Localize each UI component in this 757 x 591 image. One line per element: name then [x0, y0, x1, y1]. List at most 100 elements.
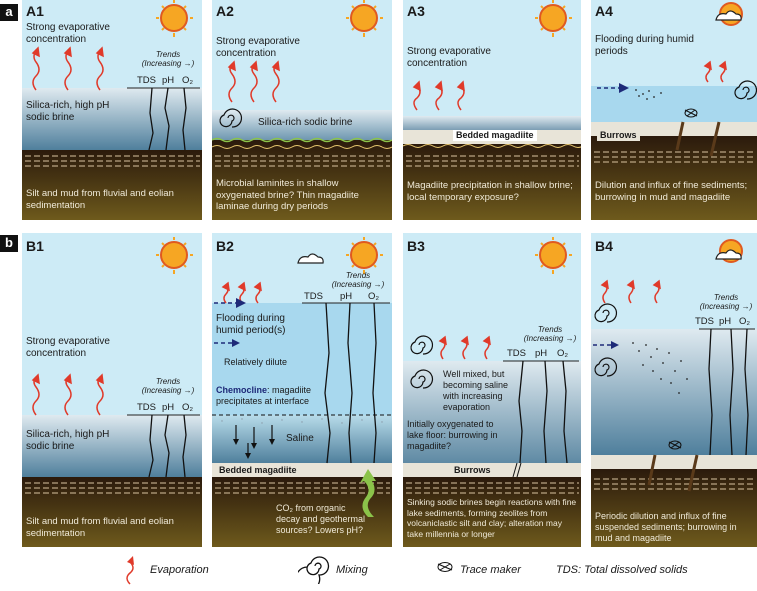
axis-o2: O₂ — [182, 75, 194, 86]
axis-tds: TDS — [137, 402, 156, 413]
mixing-icon — [298, 556, 330, 584]
trace-maker-icon — [684, 108, 698, 118]
panel-a4: A4 Flooding during humid periods Burrows… — [591, 0, 757, 220]
bottom-caption: Sinking sodic brines begin reactions wit… — [407, 497, 577, 539]
bottom-caption: Periodic dilution and influx of fine sus… — [595, 511, 737, 543]
panel-id: B3 — [407, 238, 425, 254]
legend-mixing: Mixing — [336, 564, 368, 576]
axis-tds: TDS — [695, 316, 714, 327]
evaporation-icons — [600, 279, 661, 304]
evaporation-icons — [703, 60, 727, 83]
evaporation-icon — [126, 556, 134, 585]
trend-lines — [148, 87, 187, 151]
brine-label: Silica-rich sodic brine — [258, 117, 353, 128]
trend-lines — [324, 302, 377, 464]
mixing-icon — [410, 335, 434, 355]
legend-tds: TDS: Total dissolved solids — [556, 564, 688, 576]
sun-icon — [156, 237, 193, 274]
sun-icon — [715, 239, 743, 263]
panel-a2-background — [212, 0, 392, 220]
flow-arrow — [236, 298, 246, 308]
bottom-caption: Dilution and influx of fine sediments; b… — [595, 180, 748, 203]
mixing-icon — [734, 80, 757, 100]
panel-b1: B1 Strong evaporative concentration Tren… — [22, 233, 202, 547]
bottom-caption: Microbial laminites in shallow oxygenate… — [216, 178, 359, 212]
section-label-b: b — [0, 235, 18, 252]
oxygenated-caption: Initially oxygenated to lake floor: burr… — [407, 419, 498, 451]
bottom-caption: Silt and mud from fluvial and eolian sed… — [26, 188, 174, 211]
mixed-caption: Well mixed, but becoming saline with inc… — [443, 369, 509, 412]
mixing-icon — [410, 369, 434, 389]
bedded-magadiite-label: Bedded magadiite — [453, 130, 537, 141]
trends-title: Trends(Increasing →) — [331, 271, 385, 289]
bedded-magadiite-label: Bedded magadiite — [216, 465, 300, 476]
brine-label: Silica-rich, high pH sodic brine — [26, 429, 110, 452]
trace-maker-icon — [437, 562, 453, 572]
trends-title: Trends(Increasing →) — [141, 50, 195, 68]
panel-id: B2 — [216, 238, 234, 254]
panel-a1: A1 Strong evaporative concentration Tren… — [22, 0, 202, 220]
mixing-icon — [594, 357, 618, 377]
evaporation-icons — [438, 335, 491, 360]
trend-lines — [148, 414, 187, 478]
burrows-label: Burrows — [597, 130, 640, 141]
axis-tds: TDS — [304, 291, 323, 302]
legend-trace-maker: Trace maker — [460, 564, 521, 576]
panel-b2: B2 Trends(Increasing →) TDS pH O₂ Floodi… — [212, 233, 392, 547]
cloud-icon — [297, 253, 324, 264]
flood-caption: Flooding during humid period(s) — [216, 313, 286, 336]
panel-a2: A2 Strong evaporative concentration Sili… — [212, 0, 392, 220]
axis-ph: pH — [340, 291, 353, 302]
trend-lines — [518, 360, 568, 464]
panel-id: A2 — [216, 3, 234, 19]
evaporation-icons — [221, 281, 262, 304]
bottom-caption: Magadiite precipitation in shallow brine… — [407, 180, 573, 203]
top-caption: Strong evaporative concentration — [407, 46, 491, 69]
saline-label: Saline — [286, 433, 314, 444]
trends-title: Trends(Increasing →) — [141, 377, 195, 395]
evaporation-icons — [31, 46, 104, 91]
axis-tds: TDS — [137, 75, 156, 86]
panel-id: B4 — [595, 238, 613, 254]
panel-b3-background — [403, 233, 581, 547]
axis-o2: O₂ — [368, 291, 380, 302]
dilute-label: Relatively dilute — [224, 357, 288, 367]
evaporation-icons — [412, 80, 465, 111]
panel-b4-background — [591, 233, 757, 547]
trends-title: Trends(Increasing →) — [699, 293, 753, 311]
trend-lines — [708, 328, 749, 456]
panel-id: B1 — [26, 238, 44, 254]
axis-o2: O₂ — [557, 348, 569, 359]
flow-arrow — [611, 341, 619, 349]
panel-id: A3 — [407, 3, 425, 19]
axis-ph: pH — [162, 75, 175, 86]
sun-icon — [156, 0, 193, 37]
panel-b1-background — [22, 233, 202, 547]
axis-tds: TDS — [507, 348, 526, 359]
axis-ph: pH — [162, 402, 175, 413]
panel-a3: A3 Strong evaporative concentration Bedd… — [403, 0, 581, 220]
chemocline-label: Chemocline: magadiite precipitates at in… — [216, 385, 312, 406]
co2-arrow-icon — [360, 469, 376, 517]
sun-icon — [535, 237, 572, 274]
axis-o2: O₂ — [739, 316, 751, 327]
axis-o2: O₂ — [182, 402, 194, 413]
top-caption: Strong evaporative concentration — [216, 36, 300, 59]
sun-icon — [715, 2, 743, 26]
top-caption: Flooding during humid periods — [595, 34, 694, 57]
axis-ph: pH — [535, 348, 548, 359]
panel-b3: B3 Trends(Increasing →) TDS pH O₂ Well m… — [403, 233, 581, 547]
flow-arrow — [232, 339, 240, 347]
top-caption: Strong evaporative concentration — [26, 22, 110, 45]
burrows-label: Burrows — [451, 465, 494, 476]
top-caption: Strong evaporative concentration — [26, 336, 110, 359]
evaporation-icons — [227, 60, 280, 103]
sun-icon — [346, 237, 383, 274]
mixing-icon — [219, 108, 243, 128]
panel-b2-background — [212, 233, 392, 547]
precipitation-arrows — [235, 425, 273, 453]
legend-evaporation: Evaporation — [150, 564, 209, 576]
axis-ph: pH — [719, 316, 732, 327]
brine-label: Silica-rich, high pH sodic brine — [26, 100, 110, 123]
panel-a1-background — [22, 0, 202, 220]
